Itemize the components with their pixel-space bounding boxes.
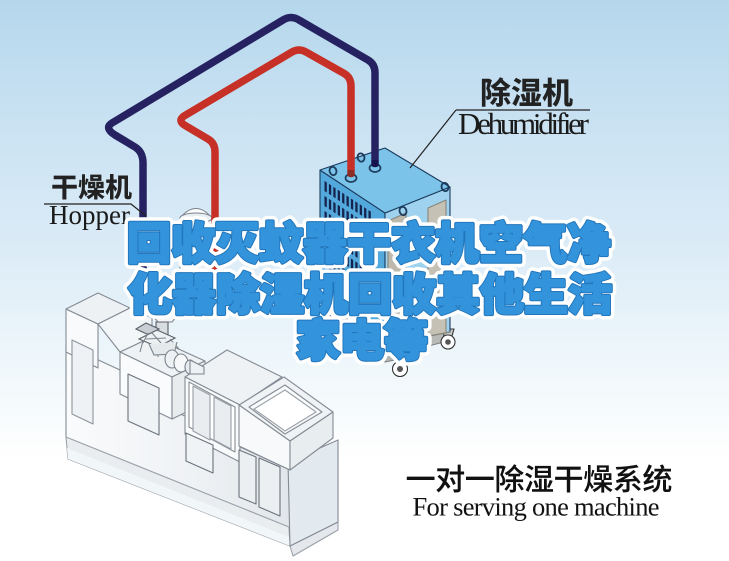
svg-text:For serving one machine: For serving one machine: [413, 492, 660, 522]
svg-text:Hopper: Hopper: [49, 200, 130, 230]
svg-text:Dehumidifier: Dehumidifier: [458, 106, 590, 141]
